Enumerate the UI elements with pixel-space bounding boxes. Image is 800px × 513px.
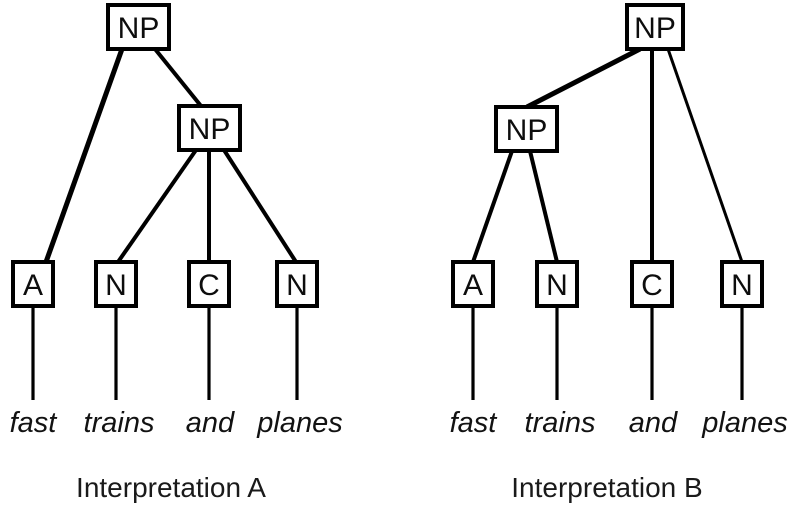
node-box-a-pos-a[interactable] xyxy=(11,260,55,308)
node-box-b-np-lower[interactable] xyxy=(494,105,559,153)
branch-edge-a-root-to-a xyxy=(43,48,125,263)
branch-edge-a-root-to-np xyxy=(153,47,203,108)
branch-edge-b-root-to-np xyxy=(525,46,642,110)
node-label-a-pos-a: A xyxy=(23,269,43,302)
node-label-a-np-root: NP xyxy=(118,12,160,45)
node-box-a-pos-n1[interactable] xyxy=(94,260,138,308)
node-label-b-np-root: NP xyxy=(634,12,676,45)
node-box-b-np-root[interactable] xyxy=(625,3,685,51)
node-label-b-pos-c: C xyxy=(641,269,663,302)
branch-edge-b-np-to-a xyxy=(471,150,514,263)
node-label-b-np-lower: NP xyxy=(506,114,548,147)
branch-edge-a-np-to-n2 xyxy=(222,148,298,264)
word-label-a-leaf-and: and xyxy=(186,407,235,439)
word-label-a-leaf-planes: planes xyxy=(256,407,342,439)
word-label-b-leaf-trains: trains xyxy=(525,407,596,439)
node-box-b-pos-c[interactable] xyxy=(630,260,674,308)
node-box-a-pos-c[interactable] xyxy=(187,260,231,308)
node-label-a-pos-n1: N xyxy=(105,269,127,302)
caption-interpretation-b: Interpretation B xyxy=(511,472,702,503)
node-label-a-pos-c: C xyxy=(198,269,220,302)
node-box-a-np-root[interactable] xyxy=(106,3,171,51)
branch-edge-a-np-to-n1 xyxy=(116,148,198,264)
branch-edge-b-root-to-n2 xyxy=(666,48,744,263)
node-label-b-pos-a: A xyxy=(463,269,483,302)
word-label-a-leaf-trains: trains xyxy=(84,407,155,439)
word-label-b-leaf-and: and xyxy=(629,407,678,439)
node-label-b-pos-n1: N xyxy=(546,269,568,302)
word-label-b-leaf-planes: planes xyxy=(701,407,787,439)
node-label-b-pos-n2: N xyxy=(731,269,753,302)
word-label-b-leaf-fast: fast xyxy=(450,407,499,439)
node-label-a-np-lower: NP xyxy=(189,113,231,146)
node-box-b-pos-n2[interactable] xyxy=(720,260,764,308)
word-label-a-leaf-fast: fast xyxy=(10,407,59,439)
node-box-a-np-lower[interactable] xyxy=(177,104,242,152)
caption-interpretation-a: Interpretation A xyxy=(76,472,266,503)
node-box-a-pos-n2[interactable] xyxy=(275,260,319,308)
branch-edge-b-np-to-n1 xyxy=(528,150,559,263)
node-box-b-pos-n1[interactable] xyxy=(535,260,579,308)
node-label-a-pos-n2: N xyxy=(286,269,308,302)
node-box-b-pos-a[interactable] xyxy=(451,260,495,308)
